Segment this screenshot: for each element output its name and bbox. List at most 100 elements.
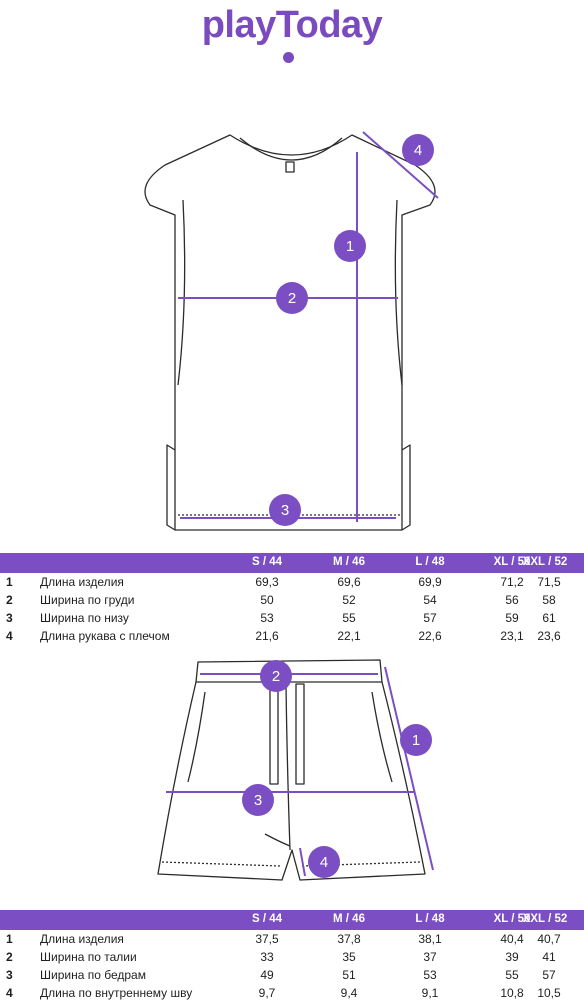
tshirt-marker-2 <box>276 282 308 314</box>
row-label: Длина изделия <box>40 932 124 946</box>
table-row: 2 Ширина по груди 50 52 54 56 58 <box>0 591 584 609</box>
cell-value: 56 <box>505 593 519 607</box>
header-size-xl: XL / 50 <box>493 913 531 925</box>
header-size-l: L / 48 <box>415 556 445 568</box>
tshirt-table-header: S / 44 M / 46 L / 48 XL / 50 XXL / 52 <box>0 553 584 573</box>
tshirt-drawing: 1 2 3 4 <box>144 131 439 531</box>
table-row: 4 Длина рукава с плечом 21,6 22,1 22,6 2… <box>0 627 584 645</box>
header-size-xl: XL / 50 <box>493 556 531 568</box>
cell-value: 69,3 <box>255 575 279 589</box>
header-size-m: M / 46 <box>333 913 365 925</box>
cell-value: 10,5 <box>537 986 561 1000</box>
cell-value: 53 <box>260 611 274 625</box>
row-number: 3 <box>6 968 13 982</box>
shorts-table-header: S / 44 M / 46 L / 48 XL / 50 XXL / 52 <box>0 910 584 930</box>
shorts-marker-1 <box>400 724 432 756</box>
row-label: Ширина по бедрам <box>40 968 146 982</box>
cell-value: 51 <box>342 968 356 982</box>
shorts-outline <box>157 659 426 881</box>
table-row: 2 Ширина по талии 33 35 37 39 41 <box>0 948 584 966</box>
row-number: 3 <box>6 611 13 625</box>
cell-value: 37,8 <box>337 932 361 946</box>
shorts-markers <box>242 660 432 878</box>
cell-value: 40,7 <box>537 932 561 946</box>
row-number: 2 <box>6 593 13 607</box>
table-row: 3 Ширина по бедрам 49 51 53 55 57 <box>0 966 584 984</box>
shorts-measure-lines <box>166 666 434 877</box>
cell-value: 52 <box>342 593 356 607</box>
tshirt-measure-lines <box>178 131 439 522</box>
cell-value: 35 <box>342 950 356 964</box>
shorts-marker-3 <box>242 784 274 816</box>
cell-value: 21,6 <box>255 629 279 643</box>
tshirt-marker-3-label: 3 <box>281 502 289 519</box>
row-label: Ширина по талии <box>40 950 137 964</box>
cell-value: 50 <box>260 593 274 607</box>
shorts-marker-1-label: 1 <box>412 732 420 749</box>
table-row: 4 Длина по внутреннему шву 9,7 9,4 9,1 1… <box>0 984 584 1002</box>
cell-value: 23,6 <box>537 629 561 643</box>
brand-logo: playToday <box>201 4 383 46</box>
cell-value: 33 <box>260 950 274 964</box>
tshirt-marker-1-label: 1 <box>346 238 354 255</box>
row-label: Ширина по груди <box>40 593 135 607</box>
cell-value: 39 <box>505 950 519 964</box>
cell-value: 71,2 <box>500 575 524 589</box>
logo-dot <box>283 52 294 63</box>
table-row: 1 Длина изделия 69,3 69,6 69,9 71,2 71,5 <box>0 573 584 591</box>
row-label: Ширина по низу <box>40 611 129 625</box>
tshirt-marker-2-label: 2 <box>288 290 296 307</box>
cell-value: 9,1 <box>421 986 439 1000</box>
row-label: Длина рукава с плечом <box>40 629 170 643</box>
shorts-drawing: 1 2 3 4 <box>157 659 434 881</box>
header-size-xxl: XXL / 52 <box>522 913 568 925</box>
header-size-s: S / 44 <box>251 913 283 925</box>
cell-value: 9,7 <box>258 986 276 1000</box>
header-size-m: M / 46 <box>333 556 365 568</box>
cell-value: 61 <box>542 611 556 625</box>
cell-value: 54 <box>423 593 437 607</box>
cell-value: 41 <box>542 950 556 964</box>
cell-value: 37 <box>423 950 437 964</box>
shorts-marker-4-label: 4 <box>320 854 328 871</box>
cell-value: 37,5 <box>255 932 279 946</box>
header-size-l: L / 48 <box>415 913 445 925</box>
tshirt-marker-3 <box>269 494 301 526</box>
cell-value: 71,5 <box>537 575 561 589</box>
cell-value: 10,8 <box>500 986 524 1000</box>
tshirt-marker-4 <box>402 134 434 166</box>
shorts-marker-2 <box>260 660 292 692</box>
row-number: 4 <box>6 629 13 643</box>
cell-value: 53 <box>423 968 437 982</box>
cell-value: 55 <box>505 968 519 982</box>
cell-value: 22,6 <box>418 629 442 643</box>
cell-value: 23,1 <box>500 629 524 643</box>
cell-value: 40,4 <box>500 932 524 946</box>
shorts-marker-3-label: 3 <box>254 792 262 809</box>
row-number: 1 <box>6 575 13 589</box>
cell-value: 57 <box>542 968 556 982</box>
cell-value: 57 <box>423 611 437 625</box>
cell-value: 55 <box>342 611 356 625</box>
cell-value: 58 <box>542 593 556 607</box>
row-number: 4 <box>6 986 13 1000</box>
cell-value: 38,1 <box>418 932 442 946</box>
row-label: Длина по внутреннему шву <box>40 986 193 1000</box>
tshirt-size-table: S / 44 M / 46 L / 48 XL / 50 XXL / 52 1 … <box>0 553 584 645</box>
tshirt-outline <box>144 134 436 531</box>
table-row: 1 Длина изделия 37,5 37,8 38,1 40,4 40,7 <box>0 930 584 948</box>
table-row: 3 Ширина по низу 53 55 57 59 61 <box>0 609 584 627</box>
cell-value: 49 <box>260 968 274 982</box>
row-number: 1 <box>6 932 13 946</box>
row-label: Длина изделия <box>40 575 124 589</box>
header-size-xxl: XXL / 52 <box>522 556 568 568</box>
tshirt-marker-4-label: 4 <box>414 142 422 159</box>
cell-value: 22,1 <box>337 629 361 643</box>
cell-value: 59 <box>505 611 519 625</box>
tshirt-marker-1 <box>334 230 366 262</box>
cell-value: 69,6 <box>337 575 361 589</box>
cell-value: 69,9 <box>418 575 442 589</box>
shorts-size-table: S / 44 M / 46 L / 48 XL / 50 XXL / 52 1 … <box>0 910 584 1002</box>
shorts-marker-2-label: 2 <box>272 668 280 685</box>
header-size-s: S / 44 <box>251 556 283 568</box>
